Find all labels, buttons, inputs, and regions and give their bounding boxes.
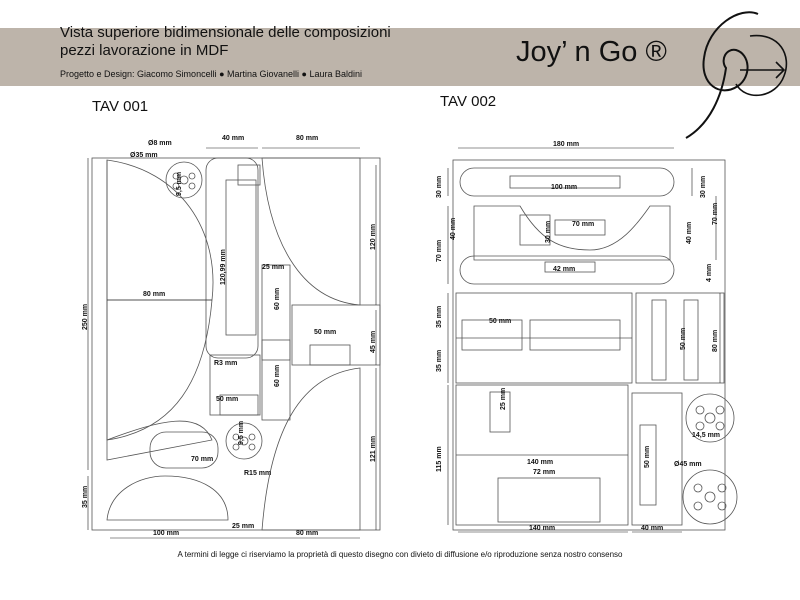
dim-height-60-b: 60 mm <box>274 364 281 387</box>
tav1-right-arc-bottom <box>261 367 361 531</box>
dim-height-30-a: 30 mm <box>436 175 443 198</box>
tav1-frame <box>91 157 381 531</box>
tav2-side-panel <box>635 292 725 384</box>
dim-diameter-45: Ø45 mm <box>674 461 702 468</box>
credits-text: Progetto e Design: Giacomo Simoncelli ● … <box>60 69 363 79</box>
dim-width-50-a: 50 mm <box>314 329 337 336</box>
dim-height-121: 121 mm <box>370 435 377 462</box>
tav-002-label: TAV 002 <box>440 93 497 110</box>
dim-width-50-b: 50 mm <box>216 396 239 403</box>
dim-height-40-a: 40 mm <box>450 217 457 240</box>
title-line-1: Vista superiore bidimensionale delle com… <box>60 24 391 41</box>
dim-9-5-bottom: 9,5 mm <box>238 420 245 445</box>
tav1-wheel-top <box>165 161 203 199</box>
dim-height-250: 250 mm <box>82 303 89 330</box>
dim-width-25-a: 25 mm <box>262 264 285 271</box>
dim-width-100: 100 mm <box>153 530 180 537</box>
dim-height-35-b: 35 mm <box>436 349 443 372</box>
dim-width-140-b: 140 mm <box>529 525 556 532</box>
dim-width-180: 180 mm <box>553 141 580 148</box>
dim-width-40: 40 mm <box>222 135 245 142</box>
dim-9-5-top: 9,5 mm <box>176 171 183 196</box>
dim-height-25: 25 mm <box>500 387 507 410</box>
dim-radius-15: R15 mm <box>244 470 272 477</box>
tav2-wheel-bottom <box>682 469 738 525</box>
dim-width-70: 70 mm <box>572 221 595 228</box>
brand-name: Joy’ n Go ® <box>516 36 667 68</box>
tav1-mid-block <box>261 264 291 361</box>
tav2-bar-top <box>459 167 675 197</box>
dim-height-30-c: 30 mm <box>545 220 552 243</box>
dim-diameter-35: Ø35 mm <box>130 152 158 159</box>
dim-height-50-a: 50 mm <box>680 327 687 350</box>
tav-001-label: TAV 001 <box>92 98 149 115</box>
dim-width-80-top: 80 mm <box>296 135 319 142</box>
dim-diameter-8: Ø8 mm <box>148 140 172 147</box>
dim-height-35-a: 35 mm <box>436 305 443 328</box>
dim-width-40: 40 mm <box>641 525 664 532</box>
dim-diameter-14-5: 14,5 mm <box>692 432 721 439</box>
copyright-notice: A termini di legge ci riserviamo la prop… <box>177 550 623 559</box>
dim-height-35: 35 mm <box>82 485 89 508</box>
dim-width-25-b: 25 mm <box>232 523 255 530</box>
dim-radius-3: R3 mm <box>214 360 238 367</box>
tav1-bottom-dome <box>106 475 229 521</box>
tav2-bar-bottom <box>459 255 675 285</box>
dim-height-115: 115 mm <box>436 446 443 472</box>
page-title: Vista superiore bidimensionale delle com… <box>60 24 391 60</box>
brand-logo-icon <box>685 11 788 139</box>
dim-width-80-bottom: 80 mm <box>296 530 319 537</box>
dim-height-120: 120 mm <box>370 223 377 250</box>
dim-width-70: 70 mm <box>191 456 214 463</box>
dim-width-42: 42 mm <box>553 266 576 273</box>
dim-height-30-b: 30 mm <box>700 175 707 198</box>
dim-height-80: 80 mm <box>712 329 719 352</box>
tav1-right-arc-top <box>261 157 361 306</box>
tav2-frame <box>452 159 726 531</box>
tav1-lower-arc <box>106 420 213 461</box>
dim-width-72: 72 mm <box>533 469 556 476</box>
dim-width-100: 100 mm <box>551 184 578 191</box>
dim-height-4: 4 mm <box>706 263 713 282</box>
tav2-narrow-panel <box>631 392 683 526</box>
dim-height-50-b: 50 mm <box>644 445 651 468</box>
dim-width-50: 50 mm <box>489 318 512 325</box>
dim-width-80-mid: 80 mm <box>143 291 166 298</box>
dim-height-40-b: 40 mm <box>686 221 693 244</box>
dim-height-45: 45 mm <box>370 330 377 353</box>
dim-height-120-99: 120,99 mm <box>220 249 227 285</box>
dim-height-70-a: 70 mm <box>436 239 443 262</box>
dim-height-60-a: 60 mm <box>274 287 281 310</box>
tav1-rounded-block <box>149 431 219 469</box>
header-banner <box>0 28 800 86</box>
title-line-2: pezzi lavorazione in MDF <box>60 42 229 59</box>
tav1-wheel-bottom <box>225 422 263 460</box>
tav2-wheel-top <box>685 393 735 443</box>
tav1-column <box>205 157 259 359</box>
dim-width-140-a: 140 mm <box>527 459 554 466</box>
tav2-curved-piece <box>473 205 671 261</box>
dim-height-70-b: 70 mm <box>712 202 719 225</box>
